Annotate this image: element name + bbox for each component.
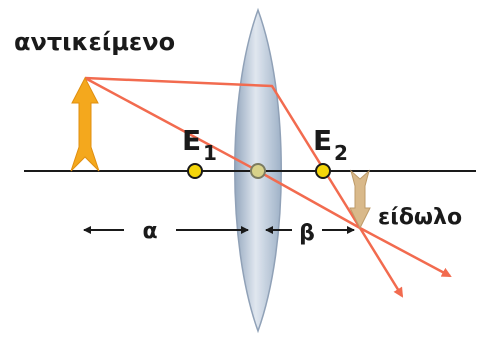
lens-center-point [250,163,266,179]
focus-2-subscript: 2 [334,141,348,165]
object-arrow [70,76,100,172]
ray-parallel [84,76,404,298]
focus-2-label: E [313,124,332,157]
focal-point-2 [315,163,331,179]
image-arrow [349,169,371,230]
image-label: είδωλο [378,205,462,230]
focal-point-1 [187,163,203,179]
object-label: αντικείμενο [14,28,175,56]
focus-1-subscript: 1 [203,141,217,165]
ray-through-center [84,76,452,278]
focus-1-label: E [182,124,201,157]
distance-b-label: β [299,221,315,246]
distance-a-label: α [142,219,157,244]
